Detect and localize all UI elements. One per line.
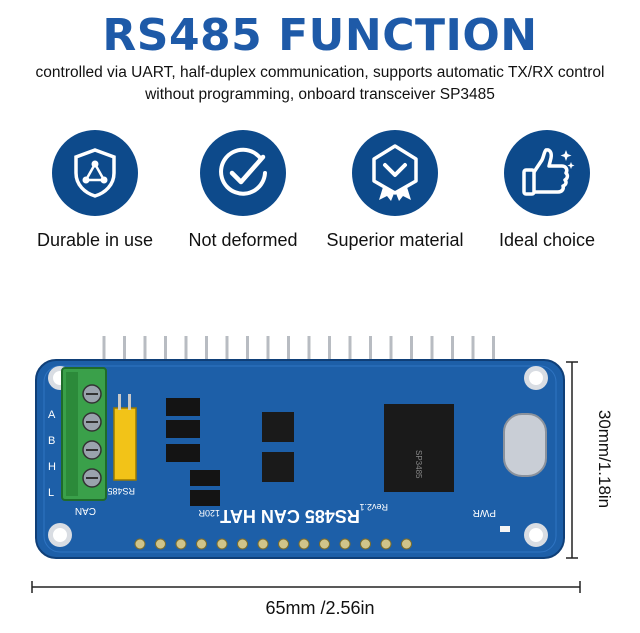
protection-components — [166, 398, 220, 506]
subtitle-line-1: controlled via UART, half-duplex communi… — [35, 64, 605, 81]
pcb-pad — [175, 538, 187, 550]
bottom-pad-row — [134, 538, 412, 550]
rev-silk-label: Rev2.1 — [359, 502, 388, 512]
terminal-label-b: B — [48, 435, 55, 447]
pcb-pad — [257, 538, 269, 550]
crystal-oscillator — [503, 413, 547, 477]
small-ic-chips — [262, 412, 294, 482]
page-title: RS485 FUNCTION — [102, 10, 538, 61]
check-circle-icon — [200, 130, 286, 216]
page-subtitle: controlled via UART, half-duplex communi… — [0, 62, 640, 106]
height-dimension-line — [566, 361, 578, 559]
can-silk-label: CAN — [75, 505, 96, 516]
feature-ideal-choice: Ideal choice — [472, 130, 622, 251]
terminal-label-h: H — [48, 461, 56, 473]
svg-text:SP3485: SP3485 — [414, 450, 423, 479]
pcb-pad — [319, 538, 330, 550]
screw-terminal-block — [61, 367, 107, 501]
pcb-pad — [298, 538, 310, 550]
pcb-pad — [360, 538, 371, 550]
pcb-pad — [155, 538, 166, 550]
rs485-silk-label: RS485 — [107, 486, 135, 496]
width-dimension-line — [31, 581, 581, 593]
pcb-pad — [278, 538, 289, 550]
height-dimension: 30mm/1.18in — [578, 384, 630, 534]
award-badge-icon — [352, 130, 438, 216]
feature-label: Ideal choice — [498, 230, 596, 250]
pcb-pad — [380, 538, 392, 550]
pcb-pad — [401, 538, 412, 550]
terminal-label-l: L — [48, 487, 54, 499]
feature-label: Durable in use — [36, 230, 154, 250]
pcb-pad — [216, 538, 228, 550]
feature-label: Not deformed — [188, 230, 298, 250]
ohm-silk-label: 120R — [198, 508, 220, 518]
width-dimension-label: 65mm /2.56in — [265, 598, 375, 618]
pwr-led — [500, 526, 510, 532]
terminal-label-a: A — [48, 409, 56, 421]
pcb-pad — [196, 538, 207, 550]
rs485-can-hat-board: A B H L CAN RS485 120R SP3485 Rev2.1 PWR… — [35, 336, 565, 559]
sp3485-main-chip: SP3485 — [384, 404, 454, 492]
feature-superior-material: Superior material — [320, 130, 470, 251]
thumbs-up-icon — [504, 130, 590, 216]
feature-not-deformed: Not deformed — [168, 130, 318, 251]
pwr-silk-label: PWR — [473, 507, 496, 518]
pcb-pad — [237, 538, 248, 550]
pcb-pad — [134, 538, 146, 550]
yellow-jumper-header — [113, 394, 137, 481]
feature-durable: Durable in use — [20, 130, 170, 251]
shield-network-icon — [52, 130, 138, 216]
subtitle-line-2: without programming, onboard transceiver… — [145, 86, 495, 103]
height-dimension-label: 30mm/1.18in — [595, 409, 614, 509]
board-name-silk: RS485 CAN HAT — [220, 506, 360, 526]
feature-label: Superior material — [326, 230, 464, 250]
pcb-pad — [339, 538, 351, 550]
